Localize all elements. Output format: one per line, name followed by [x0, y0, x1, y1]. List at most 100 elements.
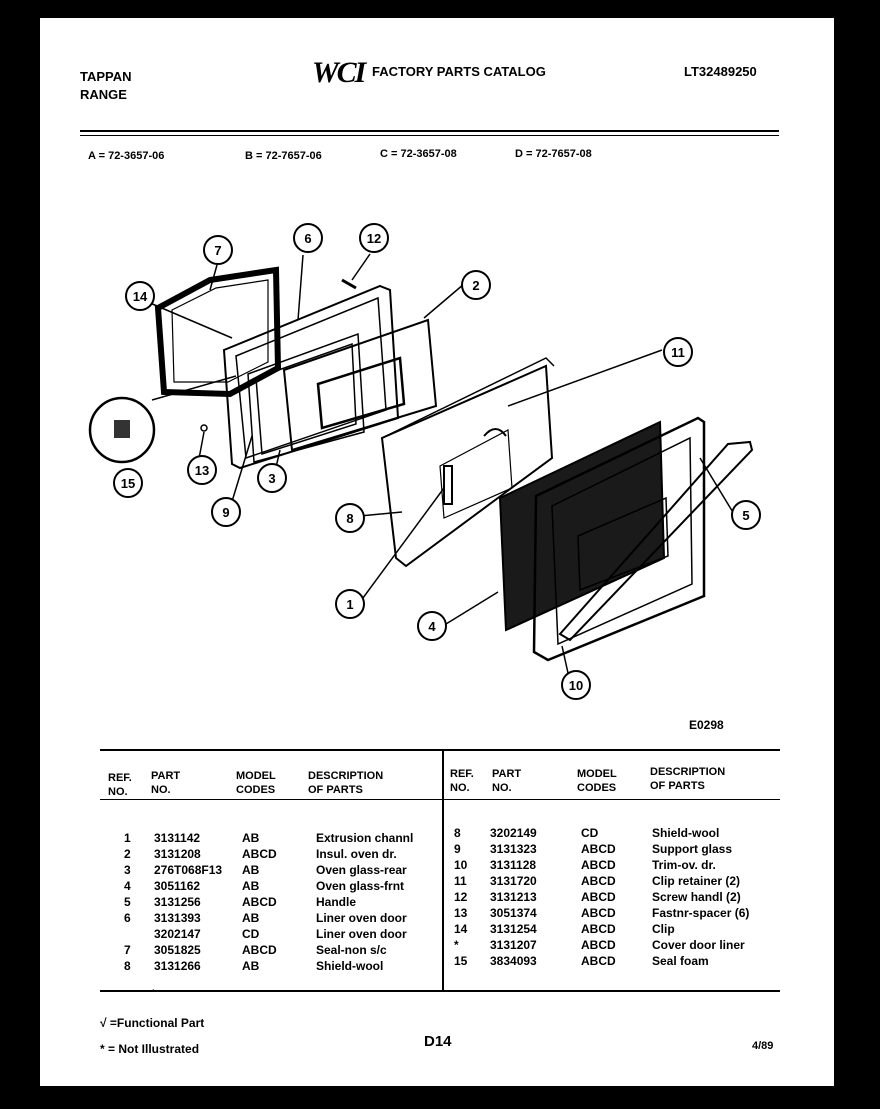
table-cell-part: 276T068F13 — [154, 863, 223, 877]
table-cell-model: AB — [242, 879, 260, 893]
svg-text:5: 5 — [742, 508, 749, 523]
catalog-date: 4/89 — [752, 1040, 774, 1052]
table-cell-part: 3131266 — [154, 959, 201, 973]
table-cell-part: 3131128 — [490, 858, 537, 872]
table-cell-part: 3051374 — [490, 906, 537, 920]
svg-text:12: 12 — [367, 231, 381, 246]
table-cell-model: AB — [242, 863, 260, 877]
svg-text:3: 3 — [268, 471, 275, 486]
inner-door-panel — [380, 364, 554, 568]
col-ref-header-right: REF.NO. — [450, 768, 474, 794]
table-cell-model: ABCD — [581, 842, 616, 856]
brand-name: TAPPAN — [80, 69, 132, 84]
callout-4: 4 — [417, 611, 447, 641]
callout-13: 13 — [187, 455, 217, 485]
table-cell-model: AB — [242, 831, 260, 845]
svg-text:8: 8 — [346, 511, 353, 526]
table-cell-desc: Support glass — [652, 842, 733, 856]
table-cell-part: 3131208 — [154, 847, 201, 861]
table-cell-part: 3131213 — [490, 890, 537, 904]
not-illustrated-note: * = Not Illustrated — [100, 1042, 200, 1056]
table-cell-model: ABCD — [581, 906, 616, 920]
table-cell-model: ABCD — [581, 938, 616, 952]
table-cell-part: 3131256 — [154, 895, 201, 909]
table-cell-ref: 3 — [124, 863, 131, 877]
product-type: RANGE — [80, 87, 127, 102]
rear-glass-part — [247, 332, 365, 463]
callout-12: 12 — [359, 223, 389, 253]
svg-text:10: 10 — [569, 678, 583, 693]
model-code-d: D = 72-7657-08 — [515, 148, 592, 160]
svg-text:4: 4 — [428, 619, 436, 634]
table-cell-ref: 5 — [124, 895, 131, 909]
table-header-rule — [100, 799, 780, 800]
table-cell-desc: Handle — [316, 895, 357, 909]
screw-hardware — [341, 278, 357, 290]
table-cell-desc: Liner oven door — [316, 911, 407, 925]
callout-7: 7 — [203, 235, 233, 265]
table-cell-part: 3131720 — [490, 874, 537, 888]
callout-10: 10 — [561, 670, 591, 700]
table-cell-desc: Cover door liner — [652, 938, 745, 952]
callout-11: 11 — [663, 337, 693, 367]
svg-text:6: 6 — [304, 231, 311, 246]
extrusion-channel-part — [558, 440, 754, 642]
callout-15: 15 — [113, 468, 143, 498]
catalog-number: LT32489250 — [684, 64, 757, 79]
catalog-title: FACTORY PARTS CATALOG — [372, 64, 546, 79]
col-ref-header: REF.NO. — [108, 772, 132, 798]
table-cell-ref: 7 — [124, 943, 131, 957]
table-cell-ref: 6 — [124, 911, 131, 925]
table-cell-ref: 12 — [454, 890, 468, 904]
header-rule-thin — [80, 135, 779, 136]
table-cell-ref: 8 — [124, 959, 131, 973]
table-cell-model: AB — [242, 959, 260, 973]
table-cell-desc: Clip retainer (2) — [652, 874, 741, 888]
callout-9: 9 — [211, 497, 241, 527]
callout-layer: 1 2 3 4 5 6 7 8 9 10 11 12 13 14 15 — [113, 223, 761, 700]
table-bottom-rule — [100, 990, 780, 992]
table-cell-desc: Seal foam — [652, 954, 709, 968]
callout-1: 1 — [335, 589, 365, 619]
table-cell-model: ABCD — [581, 858, 616, 872]
table-cell-part: 3051162 — [154, 879, 201, 893]
table-cell-model: ABCD — [581, 874, 616, 888]
table-cell-desc: Clip — [652, 922, 675, 936]
table-cell-ref: 9 — [454, 842, 461, 856]
table-cell-desc: Liner oven door — [316, 927, 407, 941]
table-cell-model: ABCD — [581, 922, 616, 936]
table-cell-desc: Shield-wool — [316, 959, 384, 973]
table-cell-desc: Oven glass-frnt — [316, 879, 405, 893]
table-cell-ref: 4 — [124, 879, 131, 893]
callout-8: 8 — [335, 503, 365, 533]
table-cell-model: ABCD — [242, 895, 277, 909]
model-code-c: C = 72-3657-08 — [380, 148, 457, 160]
table-cell-desc: Seal-non s/c — [316, 943, 387, 957]
table-cell-model: ABCD — [581, 890, 616, 904]
table-cell-model: AB — [242, 911, 260, 925]
svg-text:11: 11 — [671, 345, 685, 360]
table-cell-part: 3131323 — [490, 842, 537, 856]
table-cell-model: CD — [242, 927, 260, 941]
insulation-part — [282, 318, 438, 452]
table-cell-part: 3834093 — [490, 954, 537, 968]
seal-gasket-part — [154, 266, 282, 398]
svg-text:7: 7 — [214, 243, 221, 258]
callout-6: 6 — [293, 223, 323, 253]
table-cell-part: 3131393 — [154, 911, 201, 925]
table-cell-desc: Screw handl (2) — [652, 890, 741, 904]
table-cell-desc: Extrusion channl — [316, 831, 414, 845]
callout-5: 5 — [731, 500, 761, 530]
exploded-parts-diagram — [88, 253, 754, 683]
table-mark: . — [152, 983, 155, 994]
callout-2: 2 — [461, 270, 491, 300]
table-cell-ref: 8 — [454, 826, 461, 840]
table-cell-ref: 2 — [124, 847, 131, 861]
svg-text:1: 1 — [346, 597, 353, 612]
table-cell-part: 3131254 — [490, 922, 537, 936]
table-cell-desc: Fastnr-spacer (6) — [652, 906, 750, 920]
